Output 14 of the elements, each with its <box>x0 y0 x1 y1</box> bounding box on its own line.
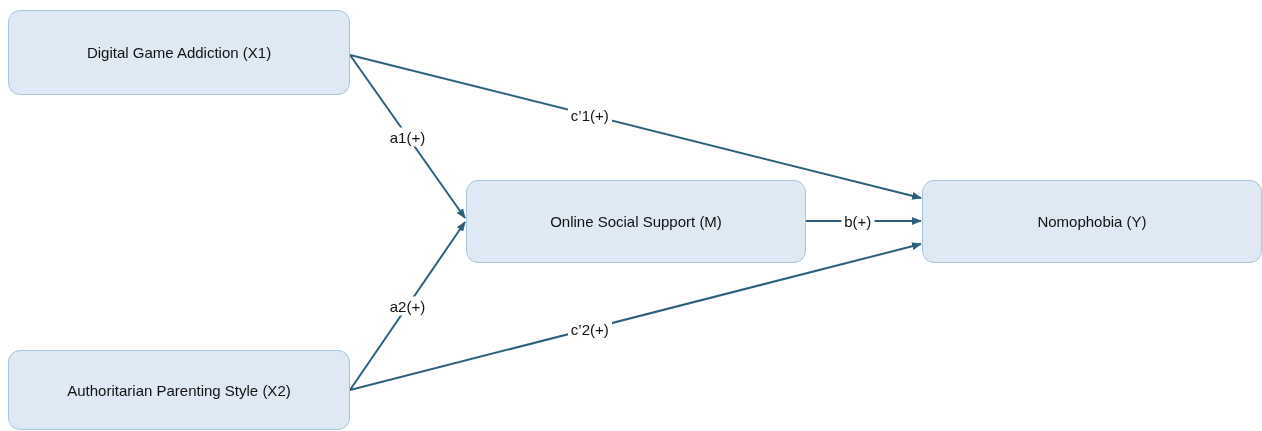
variable-name: Nomophobia (Y) <box>1037 213 1147 230</box>
variable-box <box>922 180 1262 263</box>
variable-name: Authoritarian Parenting Style (X2) <box>67 381 291 399</box>
variable-name: Online Social Support (M) <box>550 213 722 230</box>
variable-name: Digital Game Addiction (X1) <box>86 44 272 61</box>
variable-box <box>466 180 806 263</box>
arrow <box>349 54 922 200</box>
edge-label: c’1(+) <box>567 105 612 125</box>
edge-label: c’2(+) <box>567 319 612 339</box>
arrow <box>349 221 466 391</box>
variable-box <box>8 350 350 430</box>
arrow <box>349 242 922 391</box>
arrow <box>349 54 466 219</box>
variable-box <box>8 10 350 95</box>
